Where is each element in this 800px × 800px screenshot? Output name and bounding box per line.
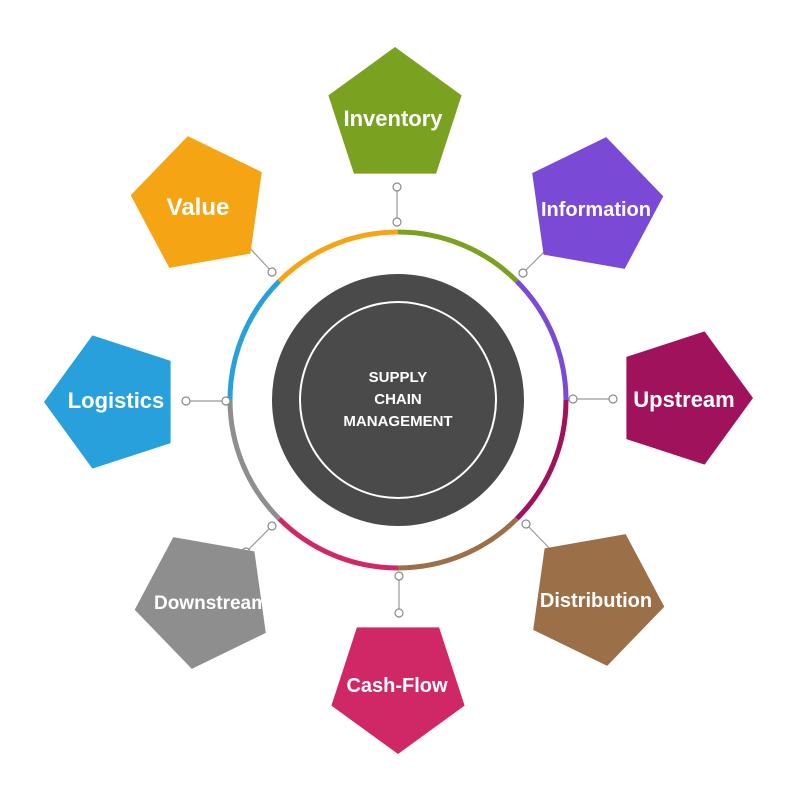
node-information: Information: [532, 137, 664, 269]
pentagon-information: [532, 137, 664, 269]
label-logistics: Logistics: [68, 388, 165, 413]
ring-segment-logistics: [227, 279, 281, 401]
connector-dot: [221, 396, 231, 406]
pentagon-downstream: [134, 537, 266, 669]
ring-segment-upstream: [515, 399, 569, 521]
label-downstream: Downstream: [154, 593, 268, 614]
pentagon-distribution: [533, 534, 665, 666]
connector-dot: [521, 519, 531, 529]
ring-segment-value: [277, 229, 399, 283]
center-inner-ring: [299, 301, 497, 499]
center-line-3: MANAGEMENT: [343, 413, 452, 430]
pentagon-cash-flow: [331, 627, 465, 754]
ring-segment-downstream: [227, 399, 281, 521]
node-downstream: Downstream: [134, 537, 268, 669]
center-line-1: SUPPLY: [369, 369, 428, 386]
label-upstream: Upstream: [633, 387, 734, 412]
ring-segment-cash-flow: [277, 517, 399, 571]
node-logistics: Logistics: [44, 335, 171, 469]
pentagon-value: [130, 136, 262, 268]
node-upstream: Upstream: [626, 331, 753, 465]
connector-dot: [181, 396, 191, 406]
pentagon-upstream: [626, 331, 753, 465]
connector-dot: [267, 521, 277, 531]
pentagon-inventory: [328, 47, 462, 174]
label-information: Information: [541, 199, 651, 221]
connector-line: [525, 523, 554, 553]
connector-line: [245, 525, 273, 553]
ring-segment-inventory: [397, 229, 519, 283]
node-distribution: Distribution: [533, 534, 665, 666]
node-value: Value: [130, 136, 262, 268]
center-disc: [272, 274, 524, 526]
connector-dot: [518, 268, 528, 278]
node-cash-flow: Cash-Flow: [331, 627, 465, 754]
connector-dot: [394, 571, 404, 581]
pentagons: InventoryInformationUpstreamDistribution…: [44, 47, 753, 754]
pentagon-logistics: [44, 335, 171, 469]
center-line-2: CHAIN: [374, 391, 422, 408]
label-inventory: Inventory: [343, 106, 443, 131]
connector-dot: [394, 608, 404, 618]
label-distribution: Distribution: [540, 590, 652, 612]
node-inventory: Inventory: [328, 47, 462, 174]
center-hub: SUPPLY CHAIN MANAGEMENT: [272, 274, 524, 526]
connector-dot: [392, 217, 402, 227]
ring-segment-information: [515, 279, 569, 401]
outer-ring: [227, 229, 569, 571]
connector-dot: [608, 394, 618, 404]
connector-dot: [392, 182, 402, 192]
connector-dot: [267, 267, 277, 277]
label-cash-flow: Cash-Flow: [346, 675, 448, 697]
ring-segment-distribution: [397, 517, 519, 571]
connector-dot: [568, 394, 578, 404]
label-value: Value: [167, 194, 230, 221]
